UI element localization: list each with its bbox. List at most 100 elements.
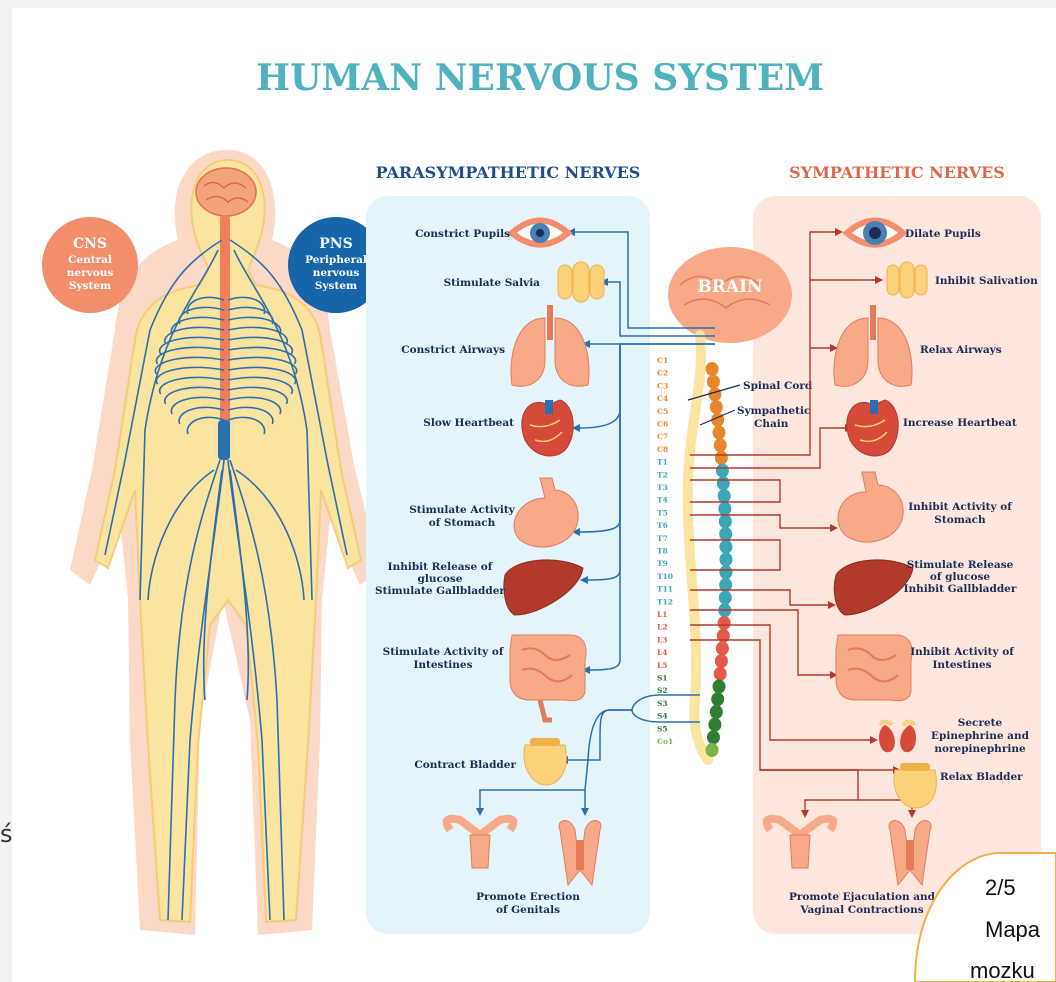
symp-label-salivation: Inhibit Salivation [935,275,1038,287]
para-label-heart: Slow Heartbeat [423,417,514,429]
symp-label-genitals-2: Vaginal Contractions [799,904,923,916]
pns-abbr: PNS [319,236,352,252]
segment-label-t7: T7 [657,534,668,543]
segment-label-s2: S2 [657,686,668,695]
cns-abbr: CNS [73,236,107,252]
segment-label-c5: C5 [657,407,668,416]
symp-label-intestines-2: Intestines [932,659,991,671]
symp-label-intestines-1: Inhibit Activity of [910,646,1015,658]
page-title: HUMAN NERVOUS SYSTEM [256,57,824,99]
salivary-gland-icon [558,262,604,302]
symp-label-liver-2: of glucose [930,571,990,583]
para-label-liver-2: glucose [418,573,463,585]
segment-label-c4: C4 [657,394,668,403]
pns-line1: Peripheral [305,254,367,266]
chain-ganglion-l1 [718,616,731,630]
chain-ganglion-t7 [719,540,732,554]
cns-line1: Central [68,254,112,266]
brain-label: BRAIN [697,277,762,297]
chain-ganglion-s4 [708,718,721,732]
chain-ganglion-co1 [706,743,719,757]
chain-ganglion-c3 [708,387,721,401]
symp-label-bladder: Relax Bladder [940,771,1023,783]
cns-line3: System [69,280,111,292]
intestines-icon [836,635,912,701]
segment-label-l4: L4 [657,648,668,657]
cns-line2: nervous [67,267,114,279]
segment-label-c7: C7 [657,432,668,441]
para-label-liver-1: Inhibit Release of [388,561,494,573]
symp-label-adrenal-1: Secrete [958,717,1003,729]
chain-ganglion-t3 [718,489,731,503]
symp-label-pupils: Dilate Pupils [905,228,981,240]
overlay-text-1: Mapa [985,917,1041,942]
para-label-genitals-2: of Genitals [496,904,560,916]
symp-label-genitals-1: Promote Ejaculation and [789,891,936,903]
spinal-cord-label: Spinal Cord [743,380,813,392]
symp-label-adrenal-3: norepinephrine [934,743,1026,755]
symp-label-liver-1: Stimulate Release [907,559,1014,571]
para-label-intestines-1: Stimulate Activity of [383,646,505,658]
segment-label-s3: S3 [657,699,668,708]
segment-label-s5: S5 [657,724,668,733]
para-label-airways: Constrict Airways [401,344,505,356]
overlay-text-2: mozku [970,958,1035,982]
cns-badge: CNS Central nervous System [42,217,138,313]
para-label-salvia: Stimulate Salvia [444,277,541,289]
segment-label-l1: L1 [657,610,668,619]
para-label-genitals-1: Promote Erection [476,891,580,903]
segment-label-t11: T11 [657,585,673,594]
segment-label-c8: C8 [657,445,668,454]
para-label-stomach-2: of Stomach [429,517,496,529]
eye-icon [512,221,568,245]
segment-label-c1: C1 [657,356,668,365]
segment-label-t12: T12 [657,597,673,606]
sympathetic-chain-label-2: Chain [754,418,789,430]
parasympathetic-heading: PARASYMPATHETIC NERVES [376,163,641,182]
chain-ganglion-c7 [714,438,727,452]
para-label-liver-3: Stimulate Gallbladder [375,585,505,597]
chain-ganglion-l3 [716,641,729,655]
eye-icon [847,221,903,246]
symp-label-liver-3: Inhibit Gallbladder [904,583,1017,595]
chain-ganglion-s3 [710,705,723,719]
segment-label-t5: T5 [657,508,668,517]
segment-label-t10: T10 [657,572,673,581]
chain-ganglion-t2 [717,476,730,490]
chain-ganglion-l5 [714,667,727,681]
chain-ganglion-t4 [718,502,731,516]
chain-ganglion-t6 [719,527,732,541]
segment-label-co1: Co1 [657,737,673,746]
chain-ganglion-s5 [707,730,720,744]
pns-line3: System [315,280,357,292]
chain-ganglion-c8 [715,451,728,465]
chain-ganglion-c2 [707,375,720,389]
chain-ganglion-s1 [713,680,726,694]
symp-label-stomach-2: Stomach [934,514,986,526]
para-label-pupils: Constrict Pupils [415,228,510,240]
sympathetic-chain-label-1: Sympathetic [737,405,810,417]
para-label-intestines-2: Intestines [413,659,472,671]
segment-label-t6: T6 [657,521,668,530]
segment-label-t4: T4 [657,496,668,505]
segment-label-s4: S4 [657,712,668,721]
chain-ganglion-t9 [719,565,732,579]
salivary-gland-icon [887,262,927,298]
chain-ganglion-t11 [719,591,732,605]
symp-label-heart: Increase Heartbeat [903,417,1017,429]
segment-label-c2: C2 [657,369,668,378]
para-label-bladder: Contract Bladder [414,759,516,771]
segment-label-l3: L3 [657,635,668,644]
para-label-stomach-1: Stimulate Activity [409,504,515,516]
symp-label-stomach-1: Inhibit Activity of [908,501,1013,513]
segment-label-t1: T1 [657,458,668,467]
segment-label-l5: L5 [657,661,668,670]
chain-ganglion-t8 [720,553,733,567]
segment-label-t3: T3 [657,483,668,492]
segment-label-t9: T9 [657,559,668,568]
segment-label-c3: C3 [657,381,668,390]
symp-label-airways: Relax Airways [920,344,1002,356]
segment-label-c6: C6 [657,420,668,429]
symp-label-adrenal-2: Epinephrine and [931,730,1030,742]
